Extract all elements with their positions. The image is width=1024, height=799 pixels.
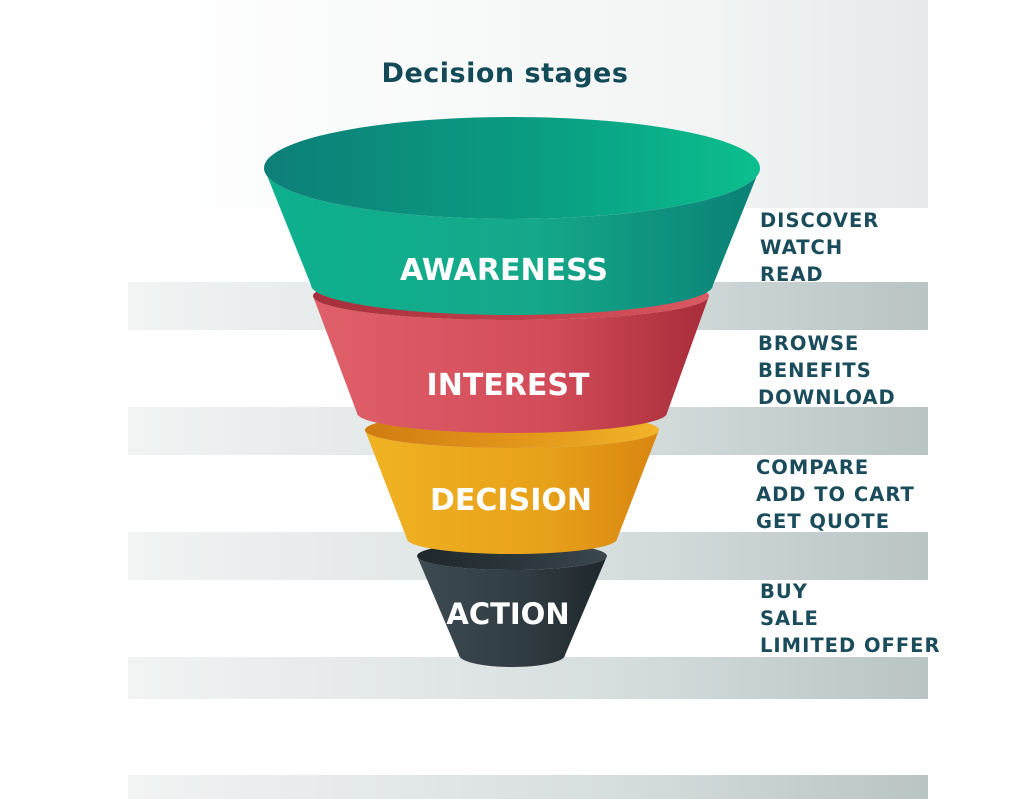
action-item: BROWSE — [758, 332, 860, 355]
stage-action: ACTION — [417, 542, 607, 667]
action-item: BENEFITS — [758, 359, 872, 382]
action-item: DISCOVER — [760, 209, 880, 232]
stage-decision: DECISION — [365, 412, 659, 554]
action-item: ADD TO CART — [756, 483, 915, 506]
interest-actions: BROWSE BENEFITS DOWNLOAD — [758, 330, 896, 411]
decision-actions: COMPARE ADD TO CART GET QUOTE — [756, 454, 915, 535]
action-item: READ — [760, 263, 824, 286]
awareness-actions: DISCOVER WATCH READ — [760, 207, 879, 288]
action-item: GET QUOTE — [756, 510, 891, 533]
action-item: WATCH — [760, 236, 844, 259]
action-item: LIMITED OFFER — [760, 634, 941, 657]
action-item: COMPARE — [756, 456, 870, 479]
stage-label-decision: DECISION — [430, 483, 592, 518]
action-item: SALE — [760, 607, 819, 630]
action-actions: BUY SALE LIMITED OFFER — [760, 578, 941, 659]
stage-awareness: AWARENESS — [264, 117, 760, 315]
diagram-title: Decision stages — [381, 58, 629, 89]
stage-label-interest: INTEREST — [427, 368, 590, 403]
stage-label-awareness: AWARENESS — [400, 253, 608, 288]
action-item: DOWNLOAD — [758, 386, 896, 409]
action-item: BUY — [760, 580, 808, 603]
stage-label-action: ACTION — [446, 597, 569, 631]
